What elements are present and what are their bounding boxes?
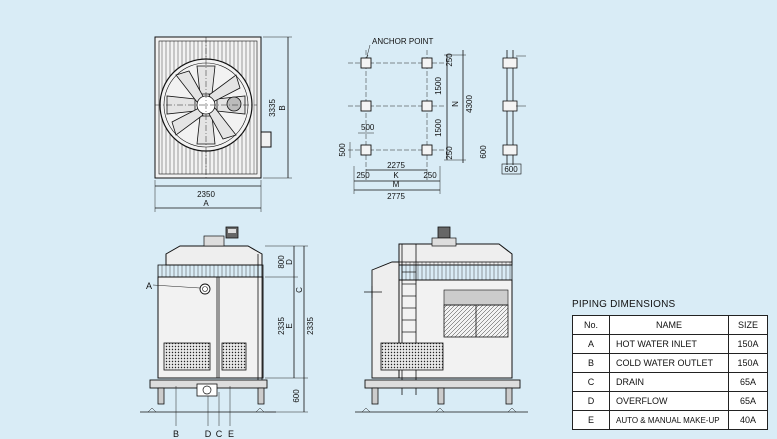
intake-louver-left	[163, 342, 211, 371]
table-row: D OVERFLOW 65A	[572, 391, 768, 411]
cell-size: 65A	[728, 372, 768, 392]
anchor-point-label: ANCHOR POINT	[372, 37, 433, 46]
intake-louver-right	[221, 342, 247, 371]
dim-250-left: 250	[356, 171, 370, 180]
cell-size: 65A	[728, 391, 768, 411]
anchor-side-detail: 600 600	[479, 50, 526, 175]
top-width-value: 2350	[197, 190, 215, 199]
table-header-row: No. NAME SIZE	[572, 315, 768, 335]
dim-2335-inner: 2335	[277, 317, 286, 335]
table-row: E AUTO & MANUAL MAKE-UP 40A	[572, 410, 768, 430]
cell-name: HOT WATER INLET	[609, 334, 729, 354]
side-basin	[364, 379, 521, 389]
cell-name: COLD WATER OUTLET	[609, 353, 729, 373]
piping-table: No. NAME SIZE A HOT WATER INLET 150A B C…	[572, 315, 768, 430]
piping-title: PIPING DIMENSIONS	[572, 299, 676, 310]
side-intake-louver	[380, 342, 444, 371]
cell-no: B	[572, 353, 610, 373]
dim-1500-lower: 1500	[434, 119, 443, 137]
label-a: A	[146, 281, 152, 291]
motor	[226, 96, 242, 112]
cell-no: A	[572, 334, 610, 354]
side-motor	[437, 226, 451, 239]
top-plan-view: 2350 A 3335 B	[154, 36, 292, 212]
dim-2775: 2775	[387, 192, 405, 201]
header-size: SIZE	[728, 315, 768, 335]
top-height-value: 3335	[268, 99, 277, 117]
dim-250-top: 250	[445, 53, 454, 67]
top-louver	[157, 264, 264, 278]
table-row: C DRAIN 65A	[572, 372, 768, 392]
cell-no: D	[572, 391, 610, 411]
fan-cowl	[165, 245, 263, 266]
dim-2275: 2275	[387, 161, 405, 170]
bottom-label-c: C	[216, 429, 223, 439]
cell-no: C	[572, 372, 610, 392]
dim-600: 600	[292, 389, 301, 403]
cell-size: 150A	[728, 353, 768, 373]
table-row: A HOT WATER INLET 150A	[572, 334, 768, 354]
piping-dimensions-panel: PIPING DIMENSIONS No. NAME SIZE A HOT WA…	[572, 299, 772, 430]
anchor-pads	[360, 57, 433, 156]
cell-name: DRAIN	[609, 372, 729, 392]
dim-1500-upper: 1500	[434, 77, 443, 95]
cell-size: 150A	[728, 334, 768, 354]
cell-size: 40A	[728, 410, 768, 430]
bottom-label-e: E	[228, 429, 234, 439]
bottom-label-b: B	[173, 429, 179, 439]
front-elevation: A B D C E 800 D 2335 E C 233	[140, 226, 315, 439]
table-row: B COLD WATER OUTLET 150A	[572, 353, 768, 373]
side-elevation	[355, 226, 528, 413]
cell-name: OVERFLOW	[609, 391, 729, 411]
dim-500-h: 500	[361, 123, 375, 132]
dim-m-code: M	[393, 180, 400, 189]
dim-500-v: 500	[338, 143, 347, 157]
dim-2335-outer: 2335	[306, 317, 315, 335]
cell-name: AUTO & MANUAL MAKE-UP	[609, 410, 729, 430]
dim-4300: 4300	[465, 95, 474, 113]
side-box	[260, 131, 272, 148]
header-no: No.	[572, 315, 610, 335]
cell-no: E	[572, 410, 610, 430]
anchor-plan: ANCHOR POINT 250 1500 N 1500 250 4300 50…	[338, 37, 526, 201]
dim-250-right: 250	[423, 171, 437, 180]
side-dim-600: 600	[479, 145, 488, 159]
dim-800: 800	[277, 255, 286, 269]
side-dim-600b: 600	[504, 165, 518, 174]
header-name: NAME	[609, 315, 729, 335]
dim-k-code: K	[393, 171, 399, 180]
outlet-pipe-b	[196, 383, 218, 397]
dim-n-code: N	[451, 101, 460, 107]
top-width-code: A	[203, 199, 209, 208]
inlet-pipe-a	[199, 283, 211, 295]
dim-c-code: C	[295, 287, 304, 293]
bottom-label-d: D	[205, 429, 212, 439]
dim-e-code: E	[285, 323, 294, 328]
top-height-code: B	[278, 105, 287, 110]
dim-d-code: D	[285, 259, 294, 265]
eliminator	[443, 289, 509, 306]
dim-250-bottom: 250	[445, 146, 454, 160]
